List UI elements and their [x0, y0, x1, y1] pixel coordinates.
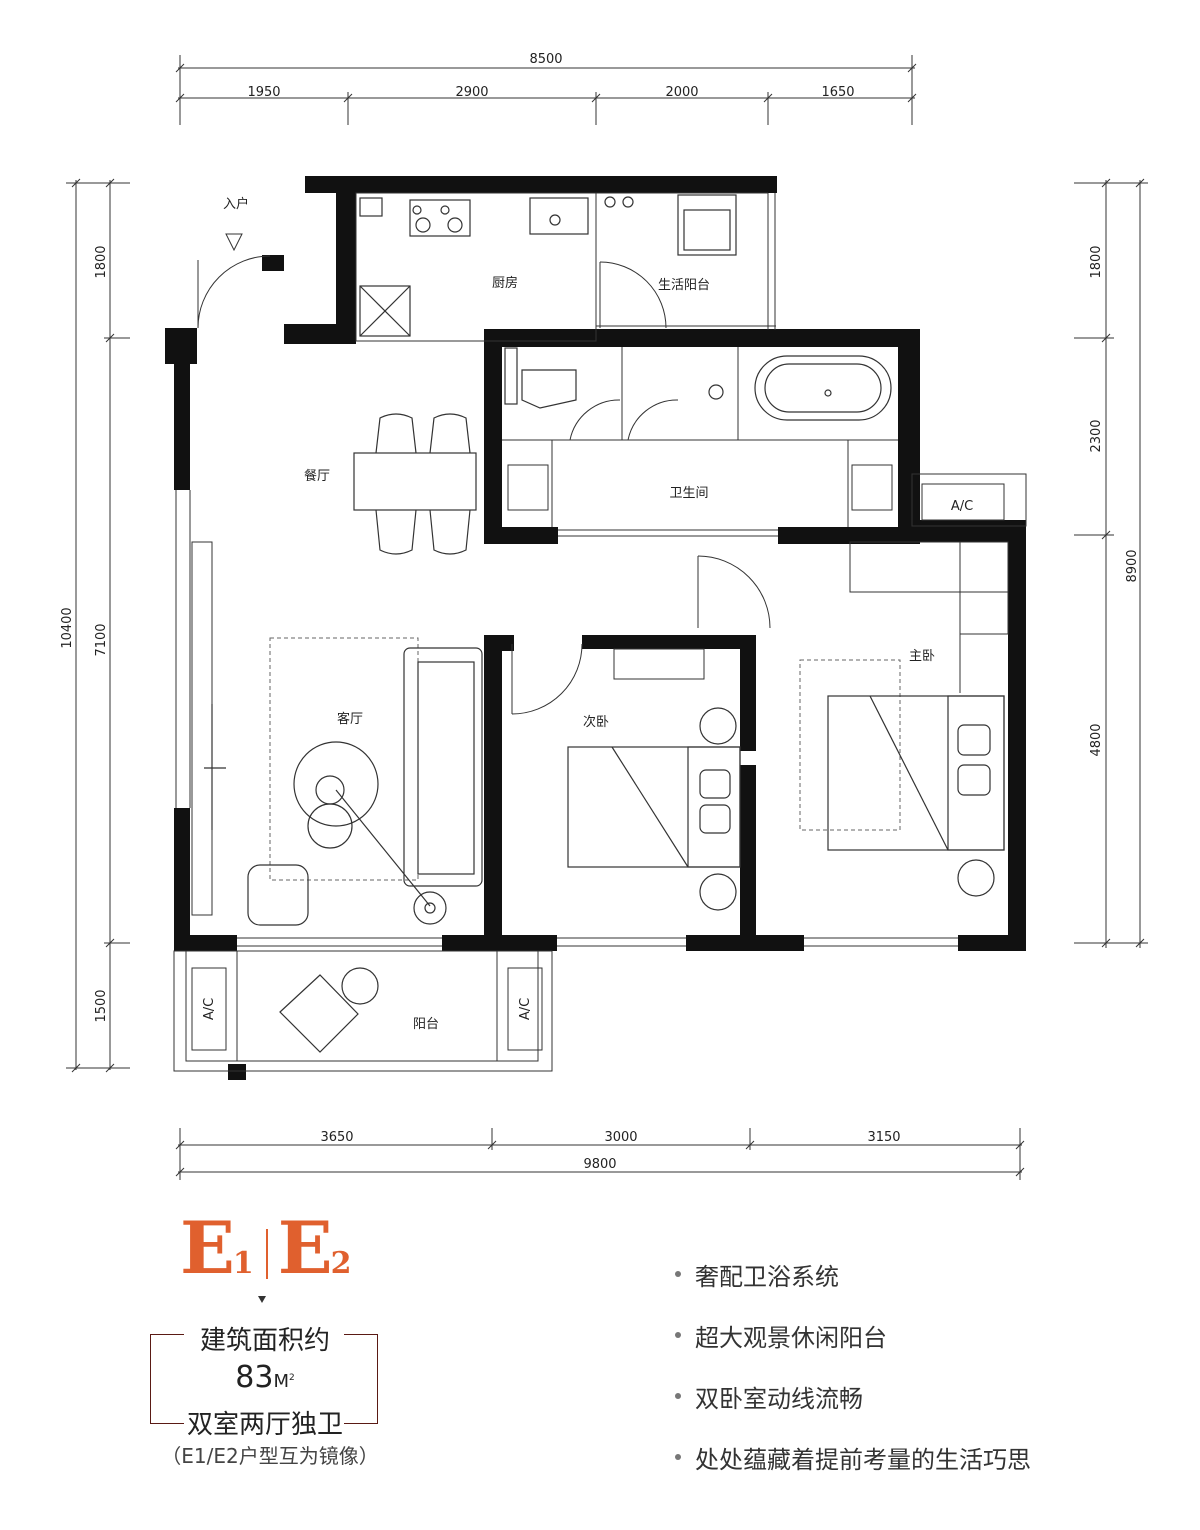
room-label-bathroom: 卫生间 — [669, 486, 708, 501]
dim-right-seg-1: 1800 — [1089, 245, 1104, 278]
dim-bottom-total: 9800 — [583, 1157, 616, 1172]
dim-left-seg-1: 1800 — [94, 245, 109, 278]
dim-right-total: 8900 — [1125, 549, 1140, 582]
feature-item: 双卧室动线流畅 — [675, 1376, 1031, 1416]
doors — [197, 255, 771, 715]
area-frame — [150, 1334, 378, 1424]
room-label-kitchen: 厨房 — [492, 275, 518, 291]
dim-left-total: 10400 — [60, 607, 75, 648]
bathroom-fixtures — [504, 347, 892, 421]
dim-bottom-seg-3: 3150 — [867, 1130, 900, 1145]
dim-left-seg-3: 1500 — [94, 989, 109, 1022]
area-value: 83 — [235, 1360, 274, 1395]
feature-item: 超大观景休闲阳台 — [675, 1315, 1031, 1355]
ac-label-living: A/C — [202, 998, 217, 1020]
room-label-second-bedroom: 次卧 — [583, 714, 609, 730]
bullet-icon — [675, 1393, 681, 1399]
feature-list: 奢配卫浴系统 超大观景休闲阳台 双卧室动线流畅 处处蕴藏着提前考量的生活巧思 — [675, 1254, 1031, 1498]
kitchen-fixtures — [359, 194, 737, 337]
master-bedroom-furniture — [799, 659, 1005, 897]
dim-bottom-seg-2: 3000 — [604, 1130, 637, 1145]
room-label-living: 客厅 — [337, 711, 363, 727]
area-unit: M2 — [273, 1371, 295, 1392]
balcony-furniture — [279, 967, 379, 1053]
room-label-dining: 餐厅 — [304, 468, 330, 484]
room-label-master-bedroom: 主卧 — [909, 649, 935, 664]
layout-label: 双室两厅独卫 — [186, 1410, 343, 1440]
model-b: E — [277, 1205, 333, 1290]
ac-label-master: A/C — [951, 499, 973, 514]
bottom-dimension-lines — [175, 1128, 1025, 1180]
model-a-sub: 1 — [232, 1246, 254, 1281]
left-dimension-lines — [66, 178, 130, 1073]
dining-set — [353, 413, 477, 555]
bullet-icon — [675, 1454, 681, 1460]
dim-bottom-seg-1: 3650 — [320, 1130, 353, 1145]
bullet-icon — [675, 1271, 681, 1277]
dim-right-seg-3: 4800 — [1089, 723, 1104, 756]
living-furniture — [204, 637, 483, 926]
second-bedroom-furniture — [567, 707, 741, 911]
walls — [165, 176, 1026, 1080]
dim-top-seg-4: 1650 — [821, 85, 854, 100]
model-b-sub: 2 — [330, 1246, 352, 1281]
dim-top-seg-1: 1950 — [247, 85, 280, 100]
dim-top-seg-2: 2900 — [455, 85, 488, 100]
room-label-balcony: 阳台 — [413, 1017, 439, 1032]
entrance-arrow-icon — [225, 233, 243, 252]
right-dimension-lines — [1074, 178, 1148, 948]
dim-top-total: 8500 — [529, 52, 562, 67]
feature-item: 处处蕴藏着提前考量的生活巧思 — [675, 1437, 1031, 1477]
ac-label-second: A/C — [518, 998, 533, 1020]
bullet-icon — [675, 1332, 681, 1338]
model-a: E — [180, 1205, 235, 1290]
feature-item: 奢配卫浴系统 — [675, 1254, 1031, 1294]
area-label: 建筑面积约 — [199, 1326, 330, 1356]
model-separator — [265, 1229, 268, 1279]
mirror-note: （E1/E2户型互为镜像） — [161, 1444, 379, 1468]
room-label-utility-balcony: 生活阳台 — [658, 278, 710, 293]
dim-top-seg-3: 2000 — [665, 85, 698, 100]
top-dimension-lines — [175, 55, 917, 125]
room-label-entrance: 入户 — [223, 196, 249, 212]
dim-left-seg-2: 7100 — [94, 623, 109, 656]
floor-plan: 8500 1950 2900 2000 1650 3650 3000 3150 … — [60, 52, 1148, 1180]
area-value-line: 83M2 — [150, 1360, 380, 1395]
pointer-triangle-icon — [258, 1296, 266, 1303]
outlines — [173, 192, 1027, 1072]
dim-right-seg-2: 2300 — [1089, 419, 1104, 452]
